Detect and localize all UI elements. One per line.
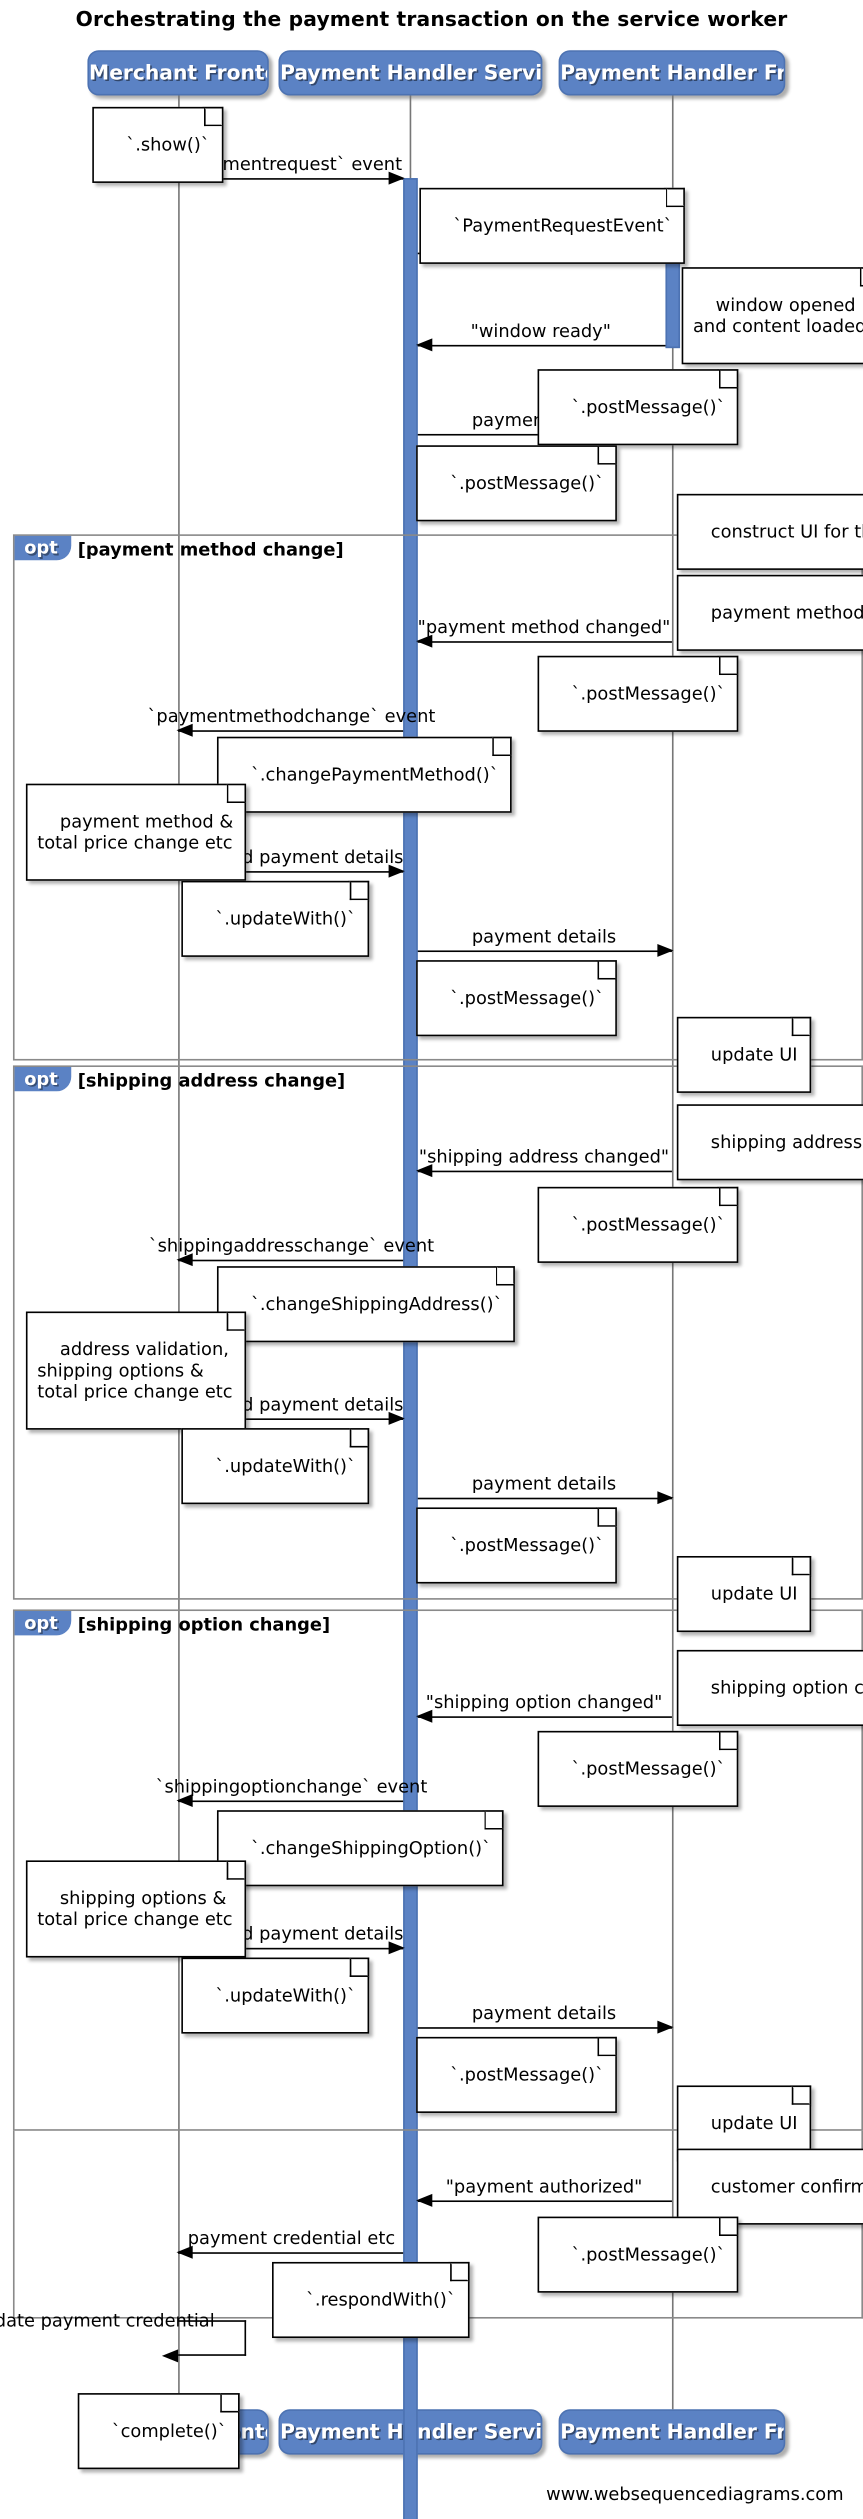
note-show: `.show()`: [92, 106, 223, 183]
message-arrow-payment-method-changed: [416, 633, 672, 647]
note-payment-method-price-change: payment method & total price change etc: [25, 783, 247, 881]
note-complete: `complete()`: [77, 2393, 240, 2470]
message-label-shipping-address-changed: "shipping address changed": [418, 1146, 670, 1168]
note-customer-confirms-payment: customer confirms payment: [676, 2148, 863, 2225]
note-respond-with: `.respondWith()`: [272, 2261, 469, 2339]
actor-header-frontend[interactable]: Payment Handler Frontend: [558, 50, 786, 96]
fragment-condition-3: [shipping option change]: [77, 1614, 331, 1636]
page-title: Orchestrating the payment transaction on…: [75, 6, 788, 31]
note-post-message-4: `.postMessage()`: [416, 960, 617, 1037]
activation-frontend-open: [665, 250, 681, 349]
note-change-payment-method: `.changePaymentMethod()`: [216, 736, 512, 813]
note-update-with-3: `.updateWith()`: [181, 1957, 369, 2034]
note-update-ui-2: update UI: [676, 1555, 811, 1633]
note-post-message-5: `.postMessage()`: [537, 1186, 739, 1263]
message-label-paymentmethodchange: `paymentmethodchange` event: [147, 705, 436, 727]
note-change-shipping-address: `.changeShippingAddress()`: [216, 1266, 516, 1343]
message-label-payment-method-changed: "payment method changed": [417, 616, 671, 638]
message-arrow-validate-payment-credential: [161, 2320, 247, 2362]
message-label-shippingoptionchange: `shippingoptionchange` event: [155, 1776, 428, 1798]
message-label-payment-details-3: payment details: [471, 1473, 617, 1495]
message-arrow-updated-payment-details-1: [178, 863, 405, 877]
fragment-condition-2: [shipping address change]: [77, 1070, 346, 1092]
actor-header-merchant[interactable]: Merchant Frontend: [87, 50, 269, 96]
fragment-opt-shipping-address-change: [12, 1065, 863, 1600]
message-arrow-payment-authorized: [416, 2193, 672, 2207]
note-post-message-6: `.postMessage()`: [416, 1507, 617, 1584]
note-post-message-3: `.postMessage()`: [537, 655, 739, 732]
message-label-shipping-option-changed: "shipping option changed": [425, 1691, 663, 1714]
fragment-condition-1: [payment method change]: [77, 539, 344, 561]
message-arrow-shippingaddresschange: [176, 1252, 404, 1266]
message-arrow-payment-credential: [176, 2244, 404, 2258]
note-shipping-option-changed: shipping option changed: [676, 1649, 863, 1726]
fragment-opt-shipping-option-change: [12, 1609, 863, 2131]
message-arrow-updated-payment-details-3: [178, 1940, 405, 1954]
message-label-payment-details-4: payment details: [471, 2002, 617, 2024]
message-arrow-payment-details-3: [417, 1490, 674, 1504]
lifeline-merchant: [178, 95, 180, 2409]
message-arrow-shipping-address-changed: [416, 1163, 672, 1177]
fragment-label-opt-1: opt: [14, 535, 71, 561]
fragment-label-opt-2: opt: [14, 1067, 71, 1092]
actor-footer-frontend[interactable]: Payment Handler Frontend: [558, 2408, 786, 2455]
message-label-window-ready: "window ready": [470, 320, 611, 342]
note-window-opened: window opened and content loaded: [681, 267, 863, 365]
fragment-opt-payment-method-change: [12, 534, 863, 1061]
message-arrow-payment-details-2: [417, 943, 674, 957]
note-update-with-2: `.updateWith()`: [181, 1428, 369, 1505]
footer-credit: www.websequencediagrams.com: [546, 2483, 844, 2505]
message-arrow-shippingoptionchange: [176, 1793, 404, 1807]
message-label-validate-payment-credential: validate payment credential: [0, 2310, 215, 2332]
note-update-with-1: `.updateWith()`: [181, 880, 369, 957]
actor-header-service-worker[interactable]: Payment Handler Service Worker: [278, 50, 543, 96]
note-construct-ui: construct UI for the customer: [676, 493, 863, 570]
note-payment-method-changed: payment method changed: [676, 574, 863, 651]
note-payment-request-event: `PaymentRequestEvent`: [419, 187, 686, 264]
message-arrow-paymentrequest: [178, 170, 405, 184]
fragment-label-opt-3: opt: [14, 1611, 71, 1636]
message-label-payment-authorized: "payment authorized": [445, 2176, 643, 2198]
note-address-validation: address validation, shipping options & t…: [25, 1311, 246, 1430]
note-update-ui-1: update UI: [676, 1016, 811, 1093]
note-post-message-2: `.postMessage()`: [416, 445, 617, 522]
message-label-payment-details-2: payment details: [471, 926, 617, 948]
message-arrow-window-ready: [416, 337, 666, 351]
message-label-payment-credential: payment credential etc: [187, 2227, 396, 2249]
note-post-message-9: `.postMessage()`: [537, 2216, 739, 2293]
note-change-shipping-option: `.changeShippingOption()`: [216, 1810, 504, 1887]
message-label-paymentrequest: `paymentrequest` event: [180, 153, 403, 175]
note-post-message-7: `.postMessage()`: [537, 1730, 739, 1807]
message-arrow-payment-details-4: [417, 2019, 674, 2033]
note-shipping-options-price-change: shipping options & total price change et…: [25, 1860, 246, 1958]
note-shipping-address-changed: shipping address changed: [676, 1104, 863, 1181]
message-arrow-paymentmethodchange: [176, 722, 404, 736]
message-label-shippingaddresschange: `shippingaddresschange` event: [148, 1235, 435, 1257]
message-arrow-shipping-option-changed: [416, 1708, 672, 1722]
message-arrow-updated-payment-details-2: [178, 1411, 405, 1425]
note-post-message-8: `.postMessage()`: [416, 2036, 617, 2113]
note-post-message-1: `.postMessage()`: [537, 369, 739, 446]
